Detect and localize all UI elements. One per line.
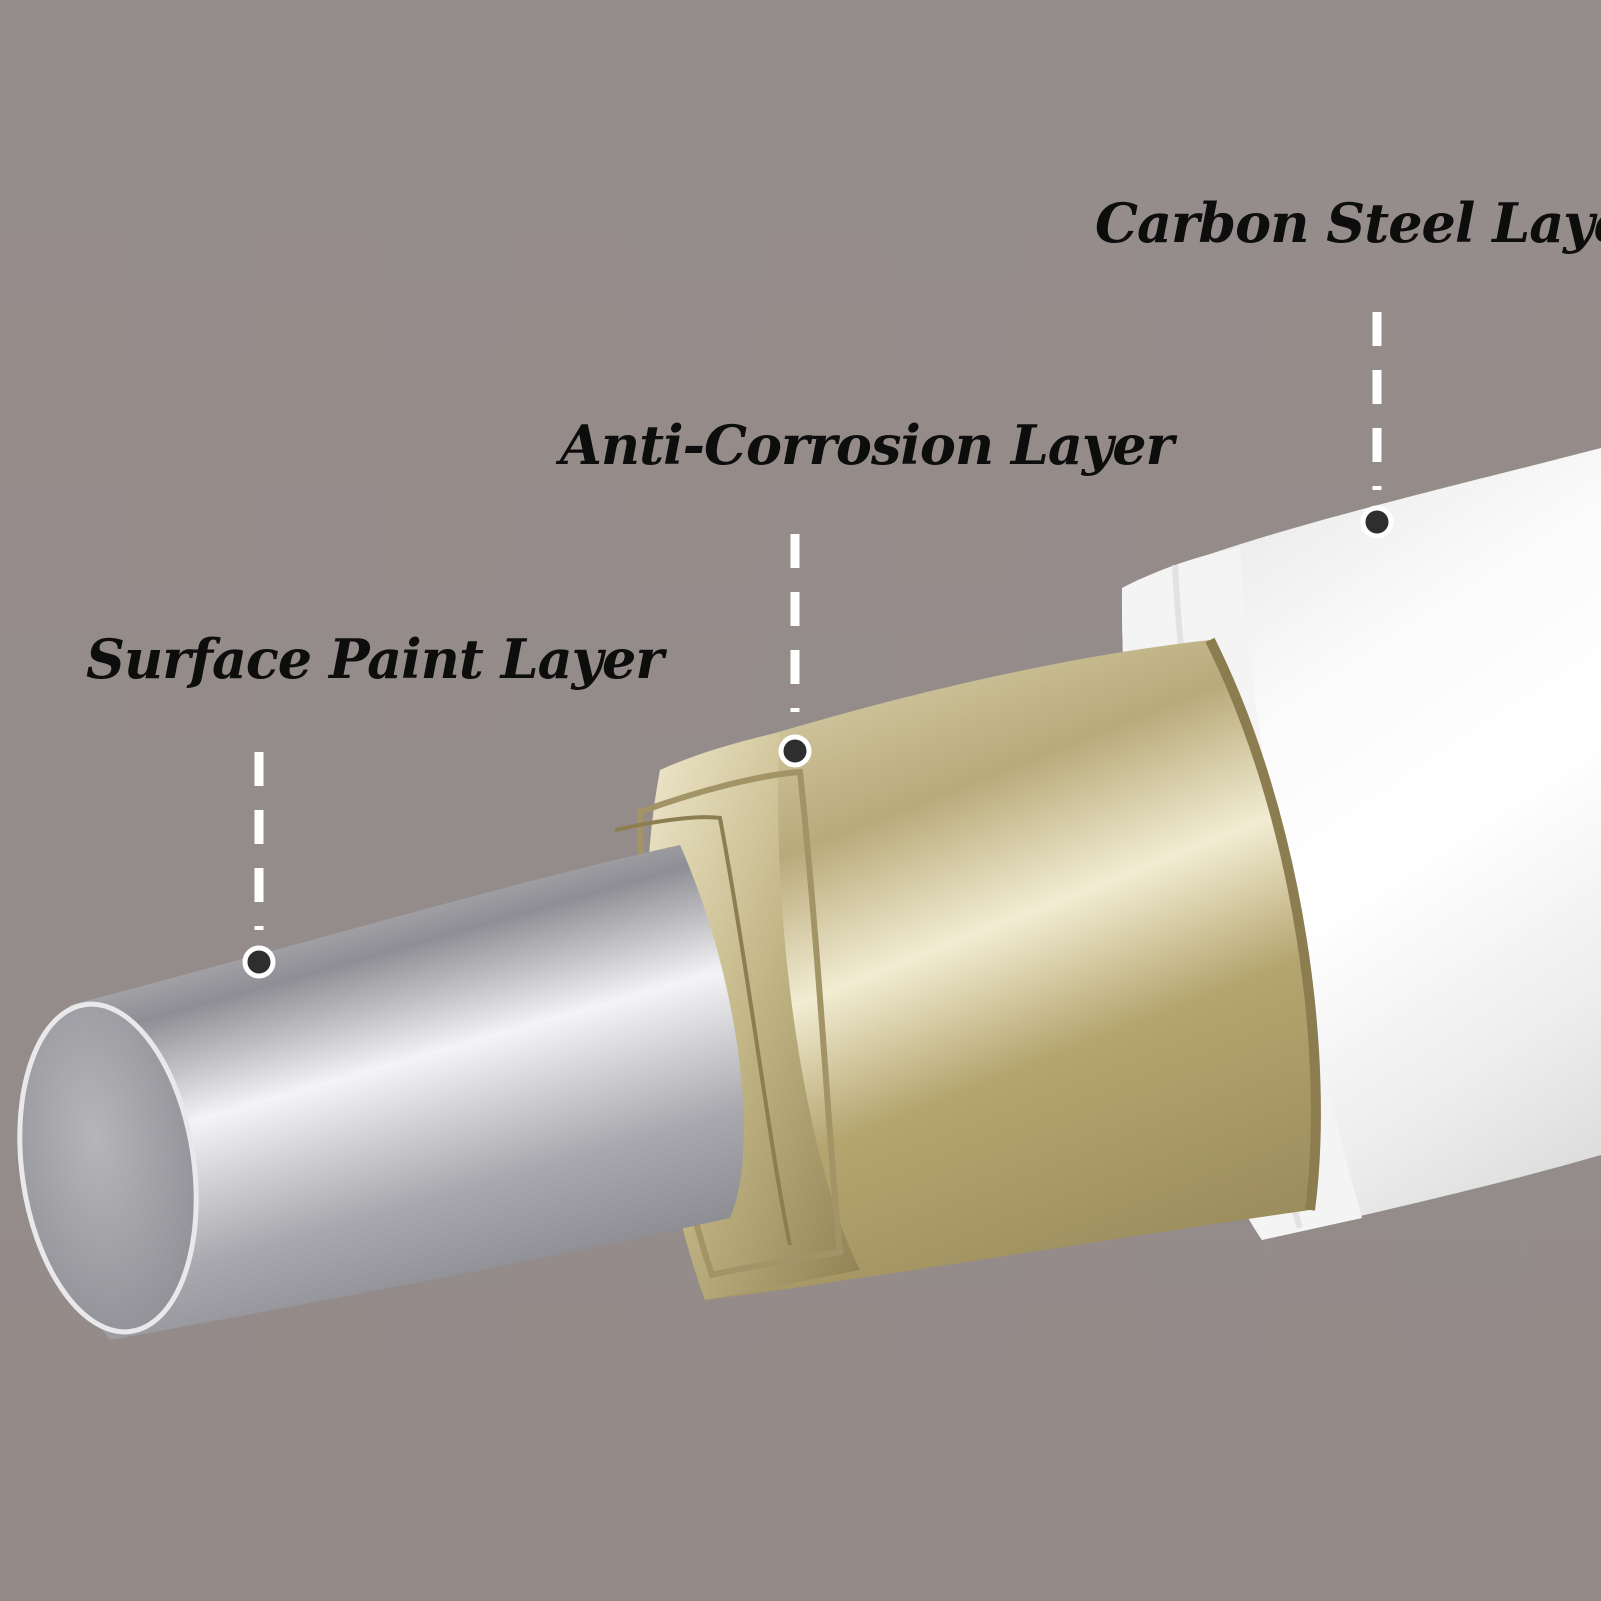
label-anti-corrosion-layer: Anti-Corrosion Layer [560, 413, 1174, 477]
label-surface-paint-layer: Surface Paint Layer [86, 627, 664, 691]
label-carbon-steel-layer: Carbon Steel Layer [1095, 191, 1601, 255]
leader-anti-corrosion [778, 534, 812, 768]
inner-steel-core [48, 845, 744, 1340]
marker-dot [242, 945, 276, 979]
marker-dot [1360, 505, 1394, 539]
core-end-cap [19, 1004, 197, 1332]
leader-carbon-steel [1360, 312, 1394, 539]
leader-surface-paint [242, 752, 276, 979]
marker-dot [778, 734, 812, 768]
